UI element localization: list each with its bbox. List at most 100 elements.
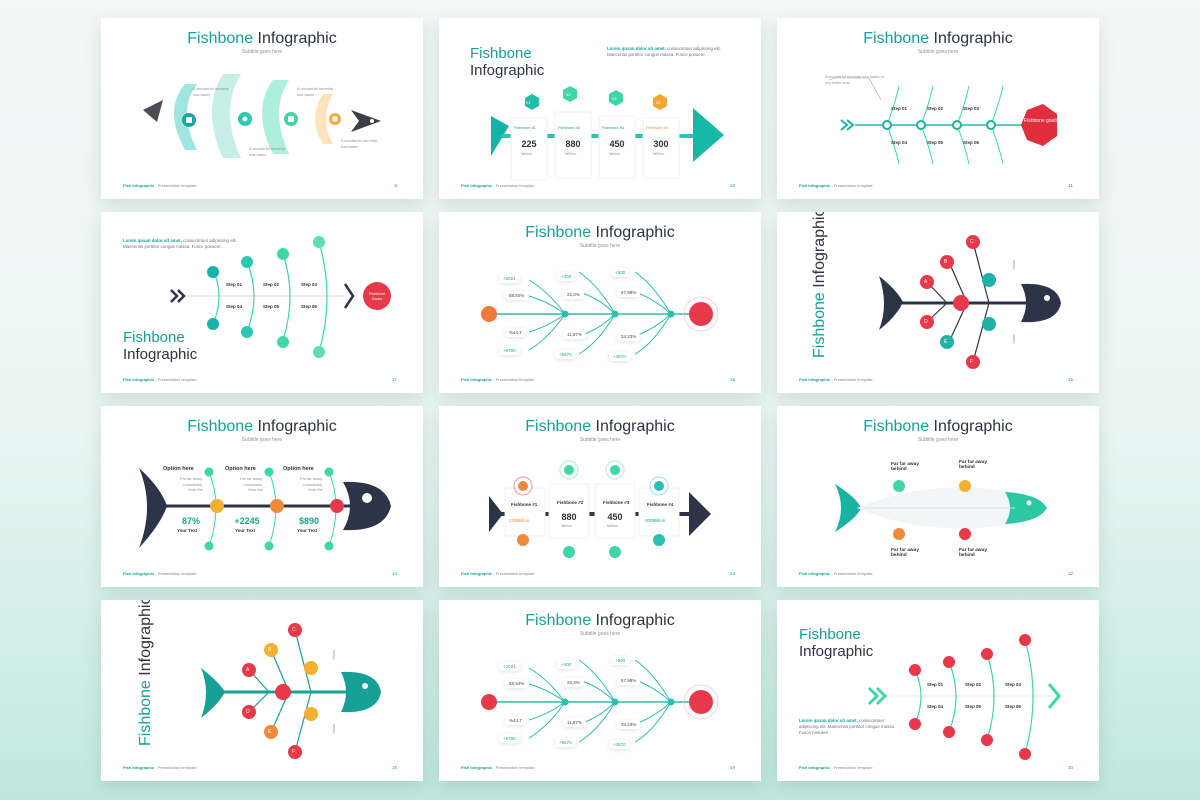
label: Far far away behind [891,548,919,558]
step-value: 880 [565,139,581,149]
slide-thumbnail-16[interactable]: Fishbone Infographic A B C D E F Value V… [101,600,423,781]
step-label: Fishbone #2 [557,500,584,505]
page-number: 10 [729,183,735,188]
slide-footer: Fish Infographic - Presentation template [123,377,197,382]
value-pill: %44,7 [505,328,526,337]
step-label: Step 01 [226,282,243,287]
step-badge: 01 [526,100,531,105]
slide-thumbnail-9[interactable]: Fishbone Infographic Subtitle goes here … [101,18,423,199]
letter-badge: E [268,729,272,735]
step-label: Step 06 [1005,704,1022,709]
value-pill: +500 [611,656,630,665]
slide-footer: Fish Infographic - Presentation template [461,571,535,576]
page-number: 16 [391,765,397,770]
value-pill: 88,54% [505,679,529,688]
slide-title: Fishbone Infographic [187,30,337,47]
page-number: 15 [1067,377,1073,382]
step-value: 300 [653,139,669,149]
step-unit: Million [609,151,621,156]
step-label: Fishbone #3 [603,500,630,505]
letter-badge: B [944,259,948,265]
step-label: Fishbone #1 [511,502,538,507]
slide-title: Fishbone Infographic [863,30,1013,47]
value-pill: +400 [557,660,576,669]
value-pill: 67,98% [617,288,641,297]
slide-subtitle: Subtitle goes here [579,243,621,249]
stat-label: Your Text [235,528,256,533]
step-label: Step 02 [927,106,944,111]
slide-thumbnail-11[interactable]: Fishbone Infographic Subtitle goes here … [777,18,1099,199]
goal-label: Fishbone Goals [368,291,386,301]
slide-title: Fishbone Infographic [525,224,675,241]
value-pill: 34,23% [617,720,641,729]
step-value: 450 [607,512,623,522]
page-number: 20 [1067,765,1073,770]
slide-thumbnail-19[interactable]: Fishbone Infographic Subtitle goes here … [439,600,761,781]
step-label: Fishbone #1 [514,125,537,130]
fishbone-tree-diagram [481,659,719,743]
value-label: Value [1011,259,1017,270]
step-label: Step 06 [301,304,318,309]
letter-badge: B [268,647,272,653]
step-label: Step 05 [965,704,982,709]
step-value: 300Million [645,518,666,523]
fishbone-gradient-diagram [835,480,1047,540]
lorem-paragraph: Lorem ipsum dolor sit amet, consectetuer… [123,238,237,249]
slide-thumbnail-17[interactable]: Lorem ipsum dolor sit amet, consectetuer… [101,212,423,393]
slide-thumbnail-12[interactable]: Fishbone Infographic Subtitle goes here … [777,406,1099,587]
option-desc: Far far away, mountains, from the [239,476,263,492]
value-pill: +4570 [609,740,630,749]
fishbone-letters-diagram [201,623,381,759]
fishbone-panels-diagram [491,86,724,181]
slide-subtitle: Subtitle goes here [579,631,621,637]
fishbone-steps-diagram [170,236,391,358]
slide-thumbnail-15[interactable]: Fishbone Infographic A B C D E F Value V… [777,212,1099,393]
value-pill: 67,98% [617,676,641,685]
value-pill: 88,54% [505,291,529,300]
value-pill: +400 [557,272,576,281]
value-pill: 34,23% [617,332,641,341]
note-1: A wonderful serenity has taken [193,86,230,97]
label: Far far away behind [959,548,987,558]
slide-footer: Fish Infographic - Presentation template [461,765,535,770]
step-label: Fishbone #4 [647,502,674,507]
note-2: A wonderful serenity has taken [249,146,286,157]
page-number: 18 [729,377,735,382]
slide-thumbnail-13[interactable]: Fishbone Infographic Subtitle goes here … [439,406,761,587]
value-pill: +6780 [499,346,520,355]
value-pill: +4570 [609,352,630,361]
step-label: Step 03 [1005,682,1022,687]
slide-subtitle: Subtitle goes here [917,437,959,443]
slide-thumbnail-18[interactable]: Fishbone Infographic Subtitle goes here … [439,212,761,393]
step-value: 880 [561,512,577,522]
page-number: 11 [1068,183,1073,188]
letter-badge: D [924,319,928,325]
step-label: Step 01 [891,106,908,111]
value-pill: +5670 [555,738,576,747]
letter-badge: A [924,279,928,285]
option-title: Option here [163,466,194,472]
fishbone-steps-diagram [867,634,1061,760]
value-pill: 11,87% [563,330,586,339]
fishbone-steps-diagram [828,77,1057,165]
letter-badge: F [292,749,296,755]
step-label: Fishbone #2 [558,125,581,130]
stat-label: Your Text [297,528,318,533]
value-pill: +2021 [499,662,520,671]
slide-footer: Fish Infographic - Presentation template [799,765,873,770]
step-value: 225 [521,139,537,149]
step-label: Step 04 [927,704,944,709]
slide-title: Fishbone Infographic [187,418,337,435]
value-label: Value [331,723,337,734]
step-unit: Million [561,523,573,528]
slide-thumbnail-14[interactable]: Fishbone Infographic Subtitle goes here … [101,406,423,587]
slide-footer: Fish Infographic - Presentation template [123,571,197,576]
step-label: Step 04 [891,140,908,145]
value-pill: +500 [611,268,630,277]
letter-badge: E [944,339,948,345]
step-unit: Million [607,523,619,528]
